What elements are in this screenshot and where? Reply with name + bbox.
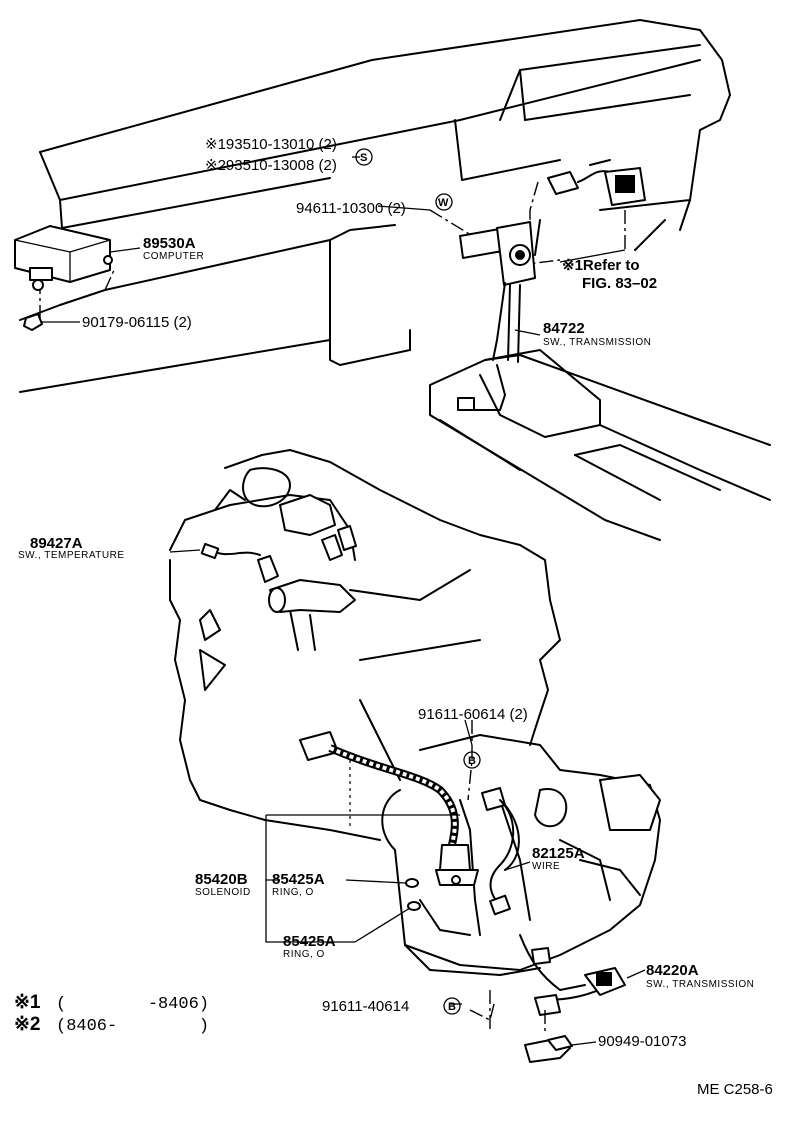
engine-drawing xyxy=(169,449,561,841)
label-85425A-2: 85425A xyxy=(283,933,336,950)
legend-mark-1: ※1 xyxy=(14,992,41,1013)
mark-b-lower: B xyxy=(448,1001,456,1013)
label-computer-name: COMPUTER xyxy=(143,251,204,262)
label-89427A-name: SW., TEMPERATURE xyxy=(18,550,125,561)
nut-part xyxy=(23,313,43,331)
mark-s: S xyxy=(360,152,367,164)
ring-o-small-2 xyxy=(407,901,421,911)
label-85420B-name: SOLENOID xyxy=(195,887,251,898)
label-84722-name: SW., TRANSMISSION xyxy=(543,337,651,348)
label-94611-10300: 94611-10300 (2) xyxy=(296,200,406,217)
label-90949-01073: 90949-01073 xyxy=(598,1033,686,1050)
wire-82125A xyxy=(481,787,520,916)
label-85425A-1: 85425A xyxy=(272,871,325,888)
legend-range-1: ( -8406) xyxy=(56,995,209,1014)
label-91611-60614: 91611-60614 (2) xyxy=(418,706,528,723)
mark-w: W xyxy=(438,197,449,209)
mark-circle-b-lower xyxy=(443,997,461,1015)
legend-mark-2: ※2 xyxy=(14,1014,41,1035)
transmission-drawing xyxy=(381,734,661,976)
label-89427A: 89427A xyxy=(30,535,83,552)
label-82125A-name: WIRE xyxy=(532,861,560,872)
label-84220A-name: SW., TRANSMISSION xyxy=(646,979,754,990)
label-84220A: 84220A xyxy=(646,962,699,979)
mark-circle-b-upper xyxy=(463,751,481,769)
mark-circle-w xyxy=(435,193,453,211)
label-85420B: 85420B xyxy=(195,871,248,888)
label-193510-13010: ※193510-13010 (2) xyxy=(205,136,337,153)
dashboard-drawing xyxy=(19,19,771,541)
legend: ※1 ( -8406) ※2 (8406- ) xyxy=(14,992,209,1036)
mark-circle-s xyxy=(355,148,373,166)
ring-o-small xyxy=(405,878,419,888)
label-84722: 84722 xyxy=(543,320,585,337)
label-89530A: 89530A xyxy=(143,235,196,252)
shift-lever-switch xyxy=(457,221,536,411)
label-90179-06115: 90179-06115 (2) xyxy=(82,314,192,331)
connector-upper xyxy=(547,167,646,206)
trans-switch-lower xyxy=(519,934,626,1016)
leader-lines xyxy=(42,156,646,1046)
label-85425A-2-name: RING, O xyxy=(283,949,325,960)
mark-b-upper: B xyxy=(468,755,476,767)
label-85425A-1-name: RING, O xyxy=(272,887,314,898)
label-293510-13008: ※293510-13008 (2) xyxy=(205,157,337,174)
solenoid-harness xyxy=(299,731,479,886)
computer-part xyxy=(14,225,113,291)
figure-code: ME C258-6 xyxy=(697,1081,773,1098)
label-refer-line1: ※1Refer to xyxy=(562,257,640,274)
legend-range-2: (8406- ) xyxy=(56,1017,209,1036)
label-91611-40614: 91611-40614 xyxy=(322,998,409,1015)
label-82125A: 82125A xyxy=(532,845,585,862)
label-refer-line2: FIG. 83–02 xyxy=(582,275,657,292)
clamp-part xyxy=(524,1035,573,1063)
